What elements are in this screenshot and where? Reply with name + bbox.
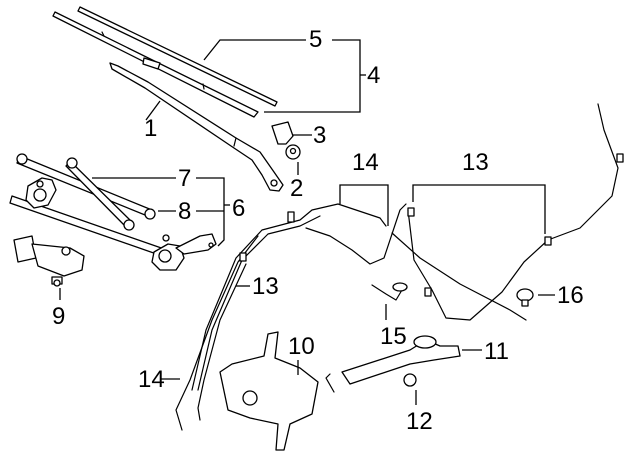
callout-10: 10 xyxy=(288,333,315,360)
washer-nozzle xyxy=(516,288,534,307)
leader-lines xyxy=(59,39,555,405)
nut-part xyxy=(285,144,301,160)
wiper-motor xyxy=(13,235,85,287)
connector-part xyxy=(392,282,408,292)
callout-14-left: 14 xyxy=(138,366,165,393)
callout-3: 3 xyxy=(313,122,326,149)
cap-part xyxy=(271,121,294,145)
callout-15: 15 xyxy=(380,323,407,350)
callout-12: 12 xyxy=(406,408,433,435)
callout-4: 4 xyxy=(367,62,380,89)
cap-12-part xyxy=(403,373,417,387)
callout-11: 11 xyxy=(484,338,509,365)
wiper-linkage xyxy=(9,153,217,271)
wiper-blade-assembly xyxy=(52,6,278,118)
washer-hoses xyxy=(175,103,624,431)
callout-7: 7 xyxy=(178,165,191,192)
wiper-arm xyxy=(109,62,284,192)
washer-reservoir xyxy=(219,331,319,451)
callout-1: 1 xyxy=(144,115,157,142)
callout-2: 2 xyxy=(290,175,303,202)
filler-neck xyxy=(325,335,461,393)
callout-13-top: 13 xyxy=(462,149,489,176)
callout-8: 8 xyxy=(178,198,191,225)
callout-6: 6 xyxy=(232,195,245,222)
callout-14-top: 14 xyxy=(352,149,379,176)
callout-5: 5 xyxy=(309,26,322,53)
callout-labels: 1 2 3 4 5 6 7 8 9 10 11 12 13 13 14 14 1… xyxy=(52,26,584,435)
callout-13-left: 13 xyxy=(252,273,279,300)
callout-16: 16 xyxy=(557,282,584,309)
callout-9: 9 xyxy=(52,303,65,330)
